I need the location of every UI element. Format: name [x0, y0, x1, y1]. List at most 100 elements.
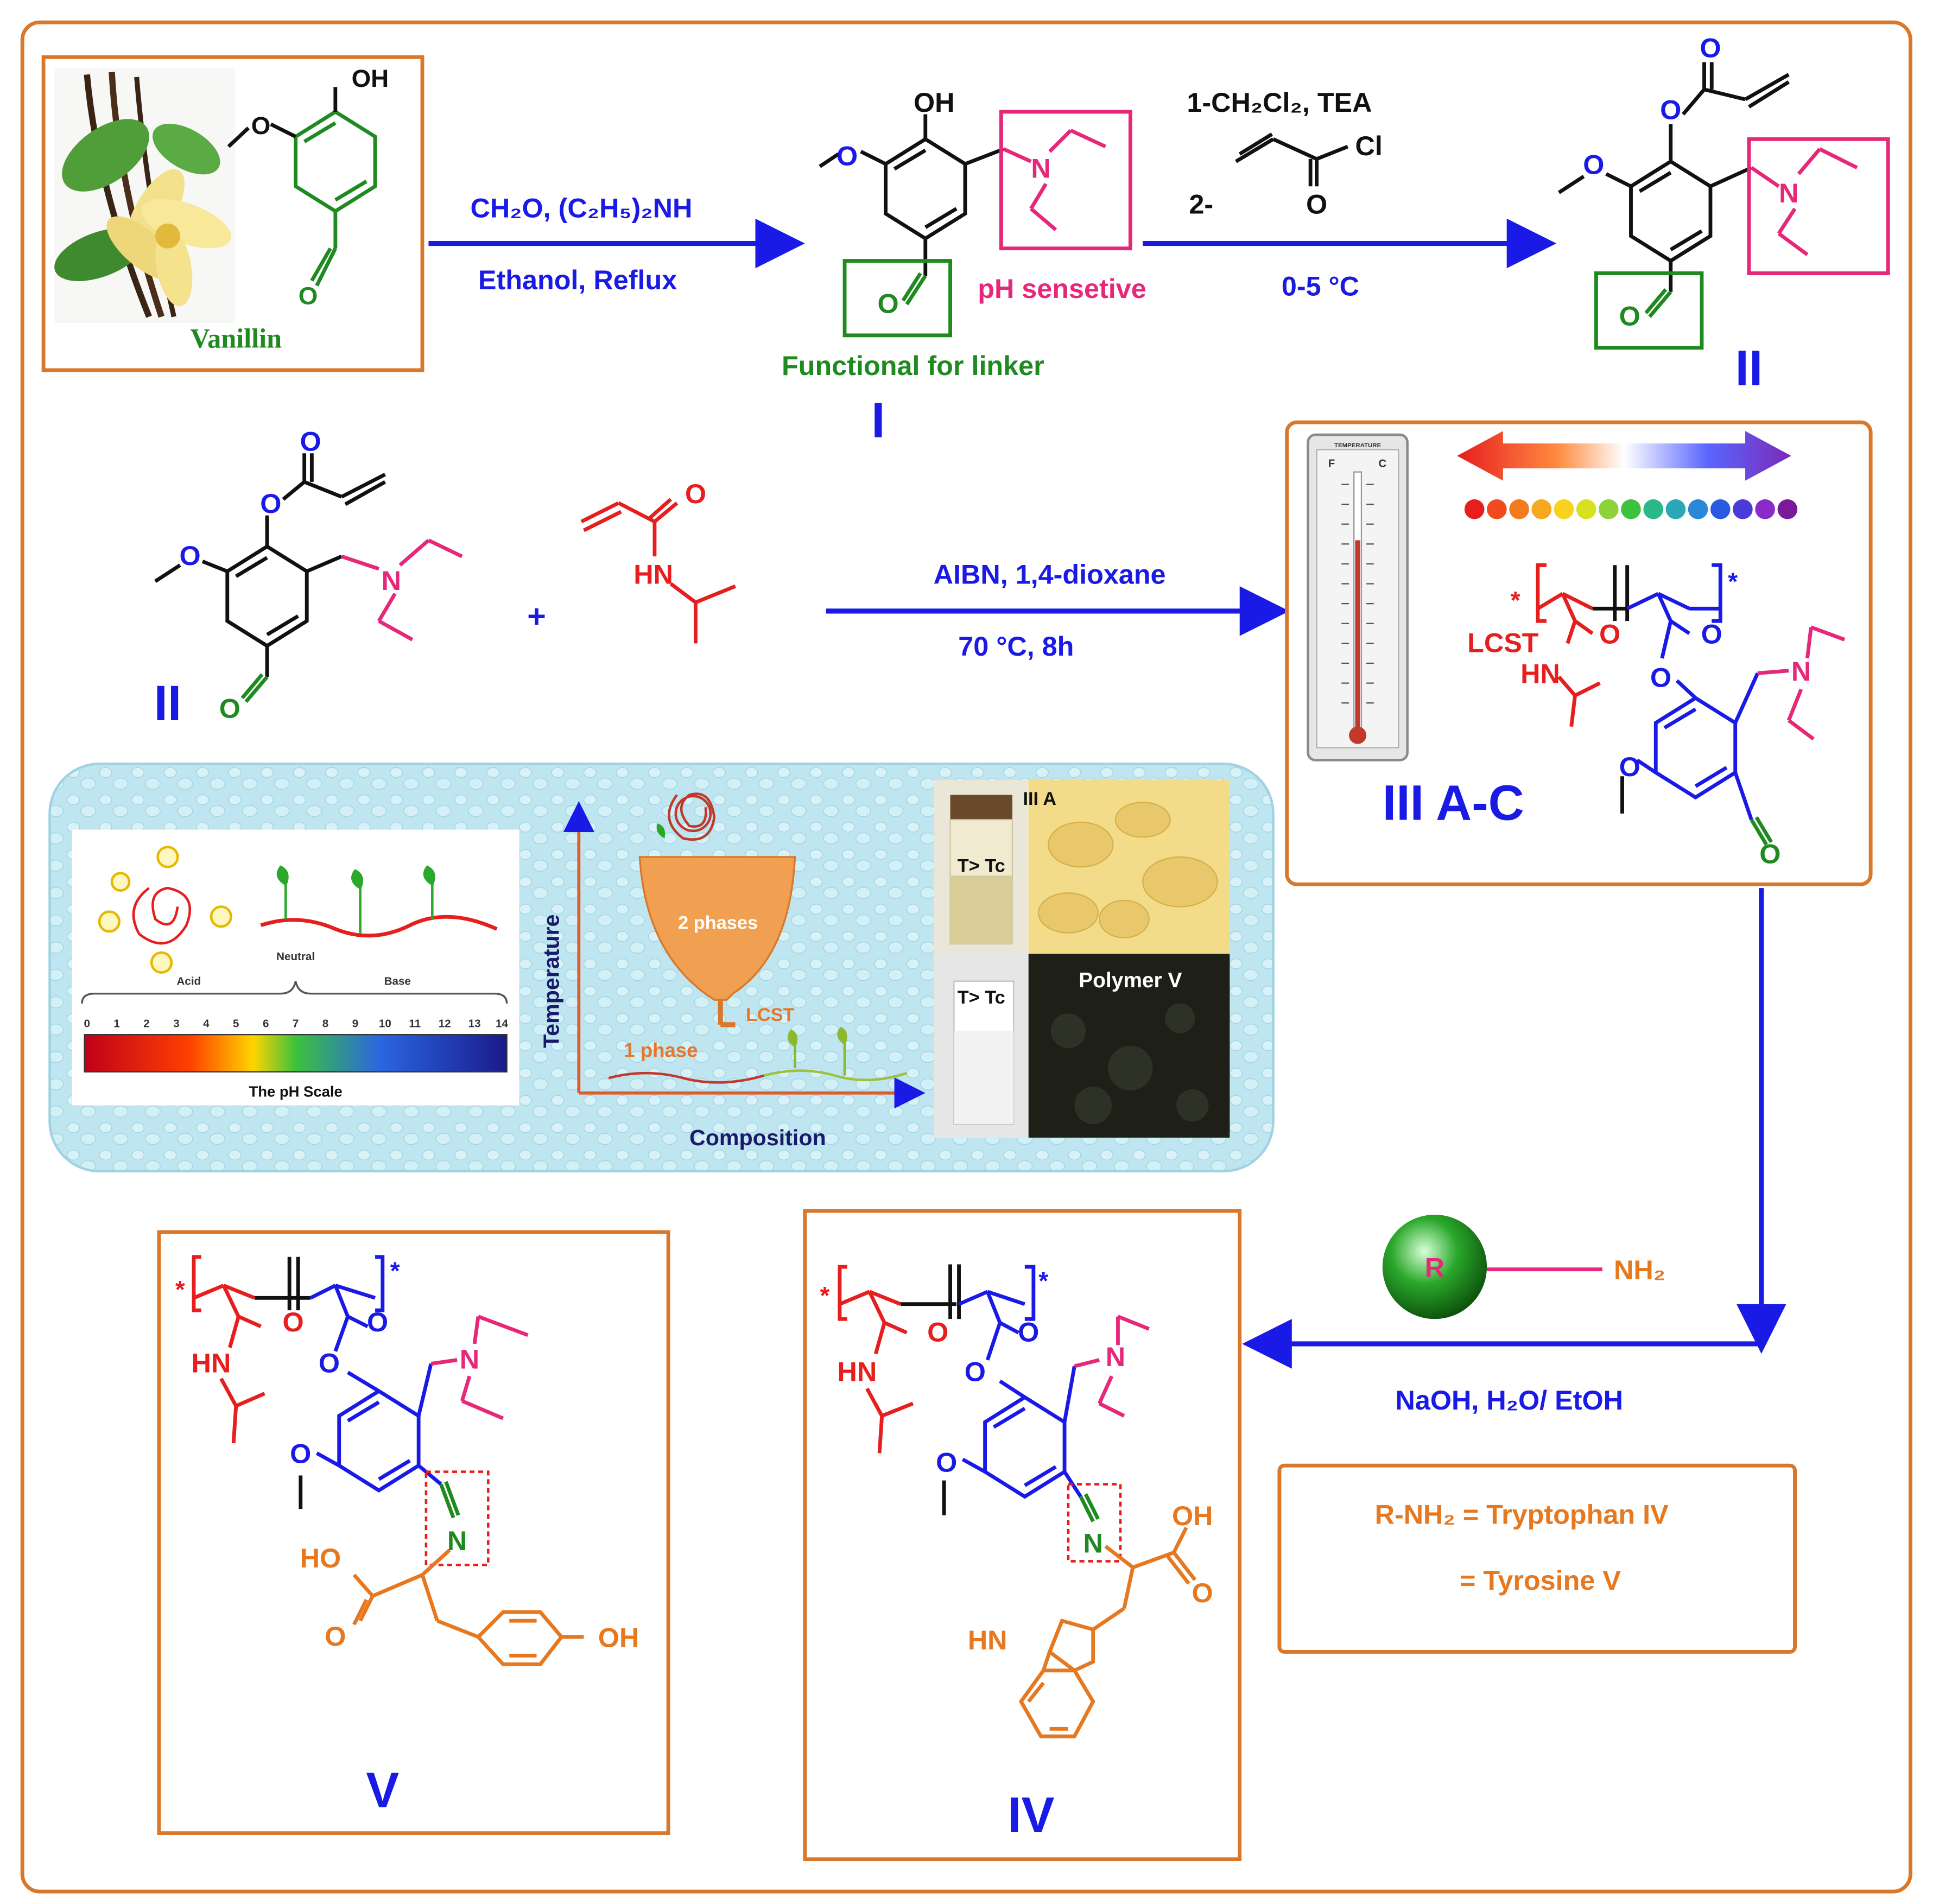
reactant-ii-o-methoxy: O: [180, 540, 201, 571]
ph-color-bar: [84, 1034, 508, 1072]
sample-photos: III A T> Tc T> Tc Polymer V: [934, 780, 1230, 1138]
compound-iv-o1: O: [927, 1316, 948, 1347]
compound-iv-star-left: *: [820, 1282, 830, 1310]
compound-ii-o-ester: O: [1660, 94, 1681, 125]
compound-iii-structure: * * LCST O HN O O O N O: [1467, 563, 1846, 869]
nh2-label: NH₂: [1614, 1254, 1665, 1285]
compound-v-oh-phenol: OH: [598, 1622, 639, 1653]
step2-o: O: [1306, 189, 1327, 220]
compound-i-o-methoxy: O: [837, 140, 858, 171]
step2-cl: Cl: [1355, 130, 1383, 161]
ph-tick: 8: [322, 1017, 328, 1030]
compound-v-label: V: [366, 1762, 399, 1818]
compound-i: OH O N O pH sensetive Functional for lin…: [782, 87, 1146, 448]
compound-iv-label: IV: [1007, 1787, 1054, 1843]
ph-tick: 13: [468, 1017, 481, 1030]
compound-i-oh: OH: [914, 87, 955, 118]
compound-ii: O O O N O II: [1557, 32, 1890, 396]
compound-v-o3: O: [319, 1348, 340, 1379]
compound-v-n-imine: N: [447, 1525, 467, 1556]
nipam-hn: HN: [633, 559, 673, 590]
reactant-ii-o-ester: O: [260, 488, 281, 519]
vanillin-structure: [227, 87, 377, 287]
phase-diagram: Temperature Composition 2 phases LCST 1 …: [539, 792, 926, 1150]
compound-iii-star-right: *: [1728, 568, 1738, 595]
coiled-globule-icon: [668, 792, 716, 841]
ph-neutral-label: Neutral: [276, 950, 315, 963]
two-phases-label: 2 phases: [678, 913, 758, 934]
illustration-panel: Acid Neutral Base 0 1 2 3 4 5 6 7 8 9 10…: [48, 763, 1275, 1173]
compound-iii-o1: O: [1599, 618, 1620, 649]
compound-ii-o-carbonyl: O: [1700, 32, 1721, 63]
ph-scale-title: The pH Scale: [249, 1083, 342, 1100]
compound-iii-box: TEMPERATURE F C: [1285, 420, 1873, 886]
compound-iv-box: * * O O HN O O N N OH O HN IV: [803, 1209, 1242, 1862]
compound-i-label: I: [871, 393, 885, 448]
step1-reagent-bottom: Ethanol, Reflux: [478, 264, 677, 295]
ph-tick: 5: [233, 1017, 239, 1030]
extended-polymer-icon: [260, 865, 498, 938]
phase-y-axis: Temperature: [539, 915, 564, 1048]
compound-iv-n-imine: N: [1083, 1527, 1103, 1558]
thermometer-f: F: [1328, 457, 1335, 469]
step2-reagent-2: 2-: [1189, 189, 1213, 220]
coiled-polymer-icon: [98, 846, 232, 974]
legend-line-1: R-NH₂ = Tryptophan IV: [1375, 1499, 1669, 1530]
compound-iii-label: III A-C: [1383, 775, 1524, 830]
compound-ii-label: II: [1735, 340, 1763, 396]
outer-frame: [20, 20, 1912, 1894]
compound-v-o-methoxy: O: [290, 1438, 311, 1469]
reactant-ii-o-carbonyl: O: [300, 426, 321, 457]
vanillin-o-methoxy: O: [251, 112, 271, 139]
amine-reagent: R NH₂ NaOH, H₂O/ EtOH: [1382, 1214, 1665, 1416]
compound-ii-o-aldehyde: O: [1619, 301, 1640, 332]
compound-iii-o2: O: [1701, 618, 1722, 649]
ph-tick: 6: [263, 1017, 269, 1030]
step1-arrow: CH₂O, (C₂H₅)₂NH Ethanol, Reflux: [428, 192, 805, 295]
reactant-ii-n: N: [382, 565, 401, 596]
compound-iv-n-amine: N: [1106, 1341, 1125, 1372]
compound-iv-hn: HN: [838, 1356, 877, 1387]
compound-iii-o3: O: [1650, 662, 1671, 693]
reactant-ii-label: II: [154, 676, 181, 731]
legend-line-2: = Tyrosine V: [1460, 1565, 1621, 1596]
compound-v-o1: O: [282, 1306, 303, 1337]
nipam-monomer: O HN: [580, 478, 736, 644]
compound-iv-o2: O: [1018, 1316, 1039, 1347]
ph-scale-ticks: 0 1 2 3 4 5 6 7 8 9 10 11 12 13 14: [84, 1017, 508, 1030]
ph-tick: 2: [143, 1017, 149, 1030]
one-phase-label: 1 phase: [624, 1039, 698, 1061]
compound-v-o-acid: O: [325, 1621, 346, 1652]
compound-ii-o-methoxy: O: [1583, 149, 1604, 180]
step2-temp: 0-5 °C: [1282, 271, 1359, 302]
vanilla-flower-illustration: [54, 68, 235, 323]
ph-tick: 14: [496, 1017, 508, 1030]
linker-note: Functional for linker: [782, 350, 1044, 381]
photo-polymer-v: Polymer V: [1079, 969, 1182, 992]
photo-t-tc-1: T> Tc: [958, 855, 1005, 876]
reactant-ii-o-aldehyde: O: [219, 693, 240, 724]
compound-iv-o3: O: [965, 1356, 986, 1387]
thermometer-illustration: TEMPERATURE F C: [1307, 433, 1409, 761]
ph-tick: 10: [379, 1017, 391, 1030]
compound-v-star-right: *: [390, 1257, 400, 1285]
color-dots: [1464, 499, 1798, 519]
compound-iii-star-left: *: [1511, 586, 1520, 614]
compound-v-box: * * O O HN O O N N HO O OH V: [157, 1230, 670, 1835]
compound-v-ho: HO: [300, 1543, 341, 1573]
step1-reagent-top: CH₂O, (C₂H₅)₂NH: [470, 192, 692, 223]
compound-iv-o-methoxy: O: [936, 1447, 957, 1478]
reactant-ii: O O O N O II: [154, 426, 463, 731]
compound-iv-star-right: *: [1038, 1267, 1048, 1294]
compound-iii-n: N: [1791, 656, 1811, 687]
nipam-o: O: [685, 478, 706, 509]
thermometer-header: TEMPERATURE: [1334, 442, 1382, 449]
step4-arrows: [1242, 888, 1786, 1369]
photo-iiia-label: III A: [1023, 789, 1056, 809]
compound-iv-o-acid: O: [1192, 1577, 1213, 1608]
ph-scale-card: Acid Neutral Base 0 1 2 3 4 5 6 7 8 9 10…: [72, 829, 519, 1106]
vanillin-oh: OH: [352, 65, 389, 92]
vanillin-o-aldehyde: O: [299, 282, 318, 310]
ph-base-label: Base: [384, 975, 411, 988]
